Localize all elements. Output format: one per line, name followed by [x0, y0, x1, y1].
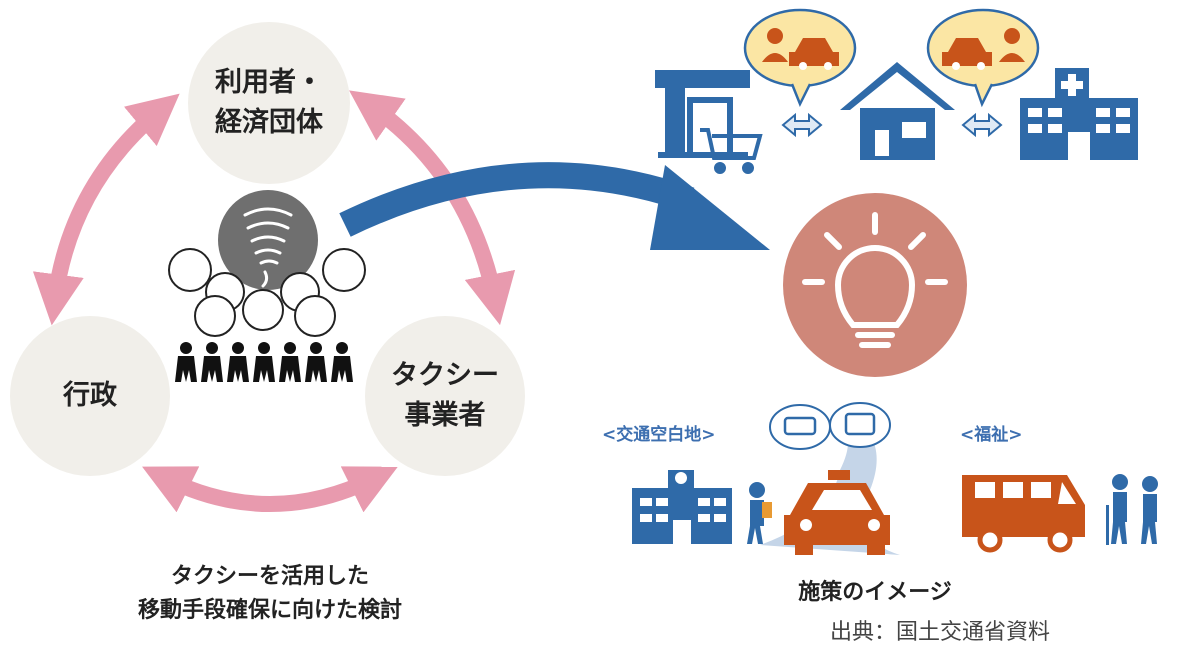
shopping-cart-icon — [700, 128, 763, 174]
tag-welfare: <福祉> — [960, 425, 1023, 445]
road-icon — [760, 415, 900, 555]
node-users-line2: 経済団体 — [215, 107, 323, 138]
node-taxi-operators: タクシー 事業者 — [365, 316, 525, 476]
double-arrow-icon-2 — [961, 112, 1003, 138]
people-crowd-icon — [175, 342, 353, 382]
house-icon — [840, 62, 955, 160]
taxi-bubble-1 — [743, 8, 857, 108]
store-icon — [655, 70, 750, 158]
school-icon — [632, 470, 732, 544]
arrow-bottom — [142, 466, 398, 513]
left-caption-line1: タクシーを活用した — [170, 564, 369, 589]
lightbulb-icon — [783, 193, 967, 377]
node-government: 行政 — [10, 316, 170, 476]
right-caption-title: 施策のイメージ — [798, 580, 952, 605]
hospital-icon — [1020, 68, 1138, 160]
left-caption: タクシーを活用した 移動手段確保に向けた検討 — [80, 560, 460, 628]
node-users-economic-groups: 利用者・ 経済団体 — [188, 22, 350, 184]
node-taxi-line2: 事業者 — [404, 400, 486, 431]
taxi-icon — [784, 470, 890, 555]
node-users-line1: 利用者・ — [215, 67, 323, 98]
blue-curve-arrow — [339, 162, 770, 250]
arrow-left-top — [32, 93, 180, 326]
swirl-icon — [218, 190, 318, 290]
welfare-van-icon — [962, 475, 1085, 553]
train-bubble-icon — [829, 402, 891, 448]
source-note: 出典：国土交通省資料 — [830, 620, 1051, 645]
left-caption-line2: 移動手段確保に向けた検討 — [137, 598, 402, 623]
tag-transport-gap-area: <交通空白地> — [602, 425, 716, 445]
double-arrow-icon-1 — [781, 112, 823, 138]
taxi-bubble-2 — [926, 8, 1040, 108]
child-icon — [747, 482, 772, 544]
bus-bubble-icon — [769, 404, 831, 450]
elderly-people-icon — [1106, 474, 1158, 545]
node-taxi-line1: タクシー — [391, 360, 499, 391]
speech-bubbles-icon — [168, 248, 366, 337]
node-government-label: 行政 — [63, 380, 117, 411]
